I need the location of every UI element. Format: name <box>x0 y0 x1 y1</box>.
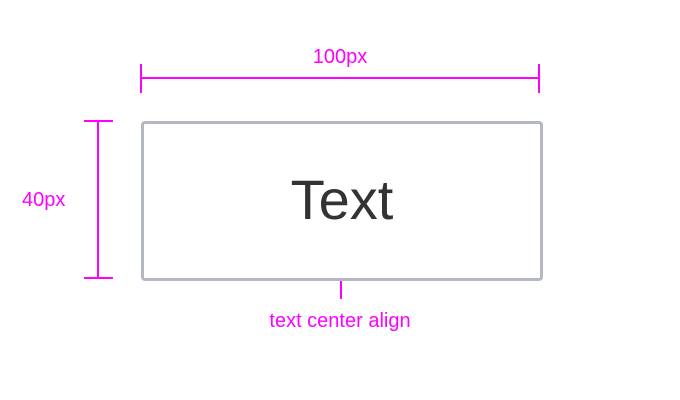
height-dimension-label: 40px <box>22 189 66 211</box>
width-dimension-label: 100px <box>312 46 368 68</box>
text-box: Text <box>141 121 543 281</box>
box-text: Text <box>290 168 394 231</box>
center-align-note: text center align <box>269 310 411 332</box>
